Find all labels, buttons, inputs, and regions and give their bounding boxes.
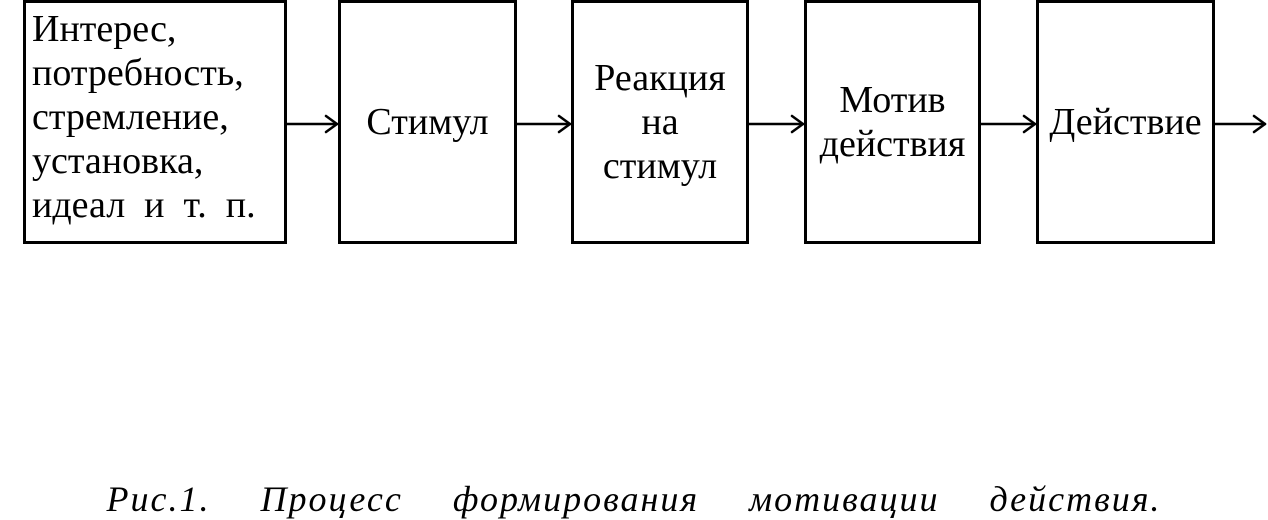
figure-caption: Рис.1. Процесс формирования мотивации де… <box>106 479 1162 519</box>
box-line: Стимул <box>366 101 489 143</box>
box-line: действия <box>819 123 966 165</box>
box-line: установка, <box>32 140 204 182</box>
box-line: потребность, <box>32 52 244 94</box>
box-reaction: Реакция на стимул <box>571 0 749 244</box>
flow-arrows <box>285 114 1267 134</box>
box-line: стимул <box>602 145 718 187</box>
box-line: Реакция <box>594 57 726 99</box>
arrow-2 <box>515 114 572 134</box>
arrow-out <box>1213 114 1267 134</box>
box-motive-lines: Мотив действия <box>820 78 966 166</box>
box-interest: Интерес, потребность, стремление, устано… <box>23 0 287 244</box>
box-stimulus: Стимул <box>338 0 517 244</box>
box-motive: Мотив действия <box>804 0 981 244</box>
box-line: Интерес, <box>32 8 177 50</box>
box-line: стремление, <box>32 96 229 138</box>
box-action: Действие <box>1036 0 1215 244</box>
box-interest-lines: Интерес, потребность, стремление, устано… <box>32 7 256 227</box>
arrow-3 <box>747 114 805 134</box>
box-reaction-lines: Реакция на стимул <box>594 56 725 188</box>
box-line: идеал и т. п. <box>32 184 256 226</box>
box-line: на <box>641 101 679 143</box>
arrow-4 <box>979 114 1037 134</box>
box-action-lines: Действие <box>1049 100 1201 144</box>
arrow-1 <box>285 114 339 134</box>
box-line: Действие <box>1049 101 1202 143</box>
box-stimulus-lines: Стимул <box>366 100 488 144</box>
box-line: Мотив <box>839 79 946 121</box>
